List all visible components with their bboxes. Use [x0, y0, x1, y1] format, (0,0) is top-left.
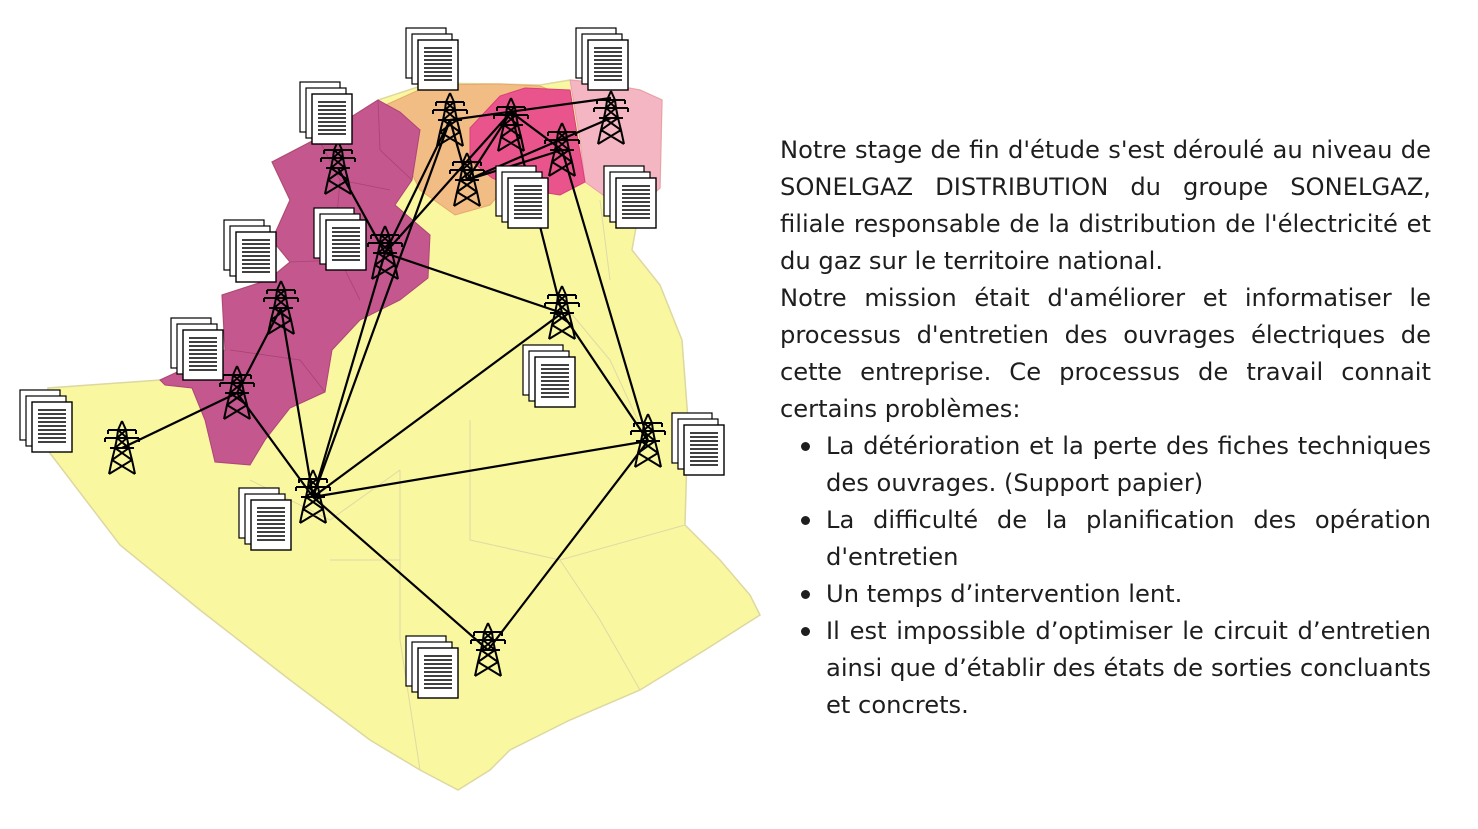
paper-document-icon: [405, 27, 459, 91]
paper-document-icon: [495, 165, 549, 229]
paper-document-icon: [19, 389, 73, 453]
list-item: Il est impossible d’optimiser le circuit…: [780, 613, 1431, 724]
paper-document-icon: [223, 219, 277, 283]
list-item: Un temps d’intervention lent.: [780, 576, 1431, 613]
intro-paragraph: Notre stage de fin d'étude s'est déroulé…: [780, 136, 1431, 275]
paper-document-icon: [405, 635, 459, 699]
paper-document-icon: [575, 27, 629, 91]
paper-document-icon: [299, 81, 353, 145]
paper-document-icon: [603, 165, 657, 229]
internal-borders: [249, 199, 686, 771]
paper-document-icon: [170, 317, 224, 381]
algeria-network-map: [19, 27, 761, 791]
paper-document-icon: [671, 412, 725, 476]
paper-document-icon: [238, 487, 292, 551]
mission-paragraph: Notre mission était d'améliorer et infor…: [780, 284, 1431, 423]
problem-list: La détérioration et la perte des fiches …: [780, 428, 1431, 724]
paper-document-icon: [313, 207, 367, 271]
list-item: La difficulté de la planification des op…: [780, 502, 1431, 576]
list-item: La détérioration et la perte des fiches …: [780, 428, 1431, 502]
map-svg: [19, 27, 761, 791]
description-text-panel: Notre stage de fin d'étude s'est déroulé…: [780, 132, 1431, 724]
paper-document-icon: [522, 344, 576, 408]
